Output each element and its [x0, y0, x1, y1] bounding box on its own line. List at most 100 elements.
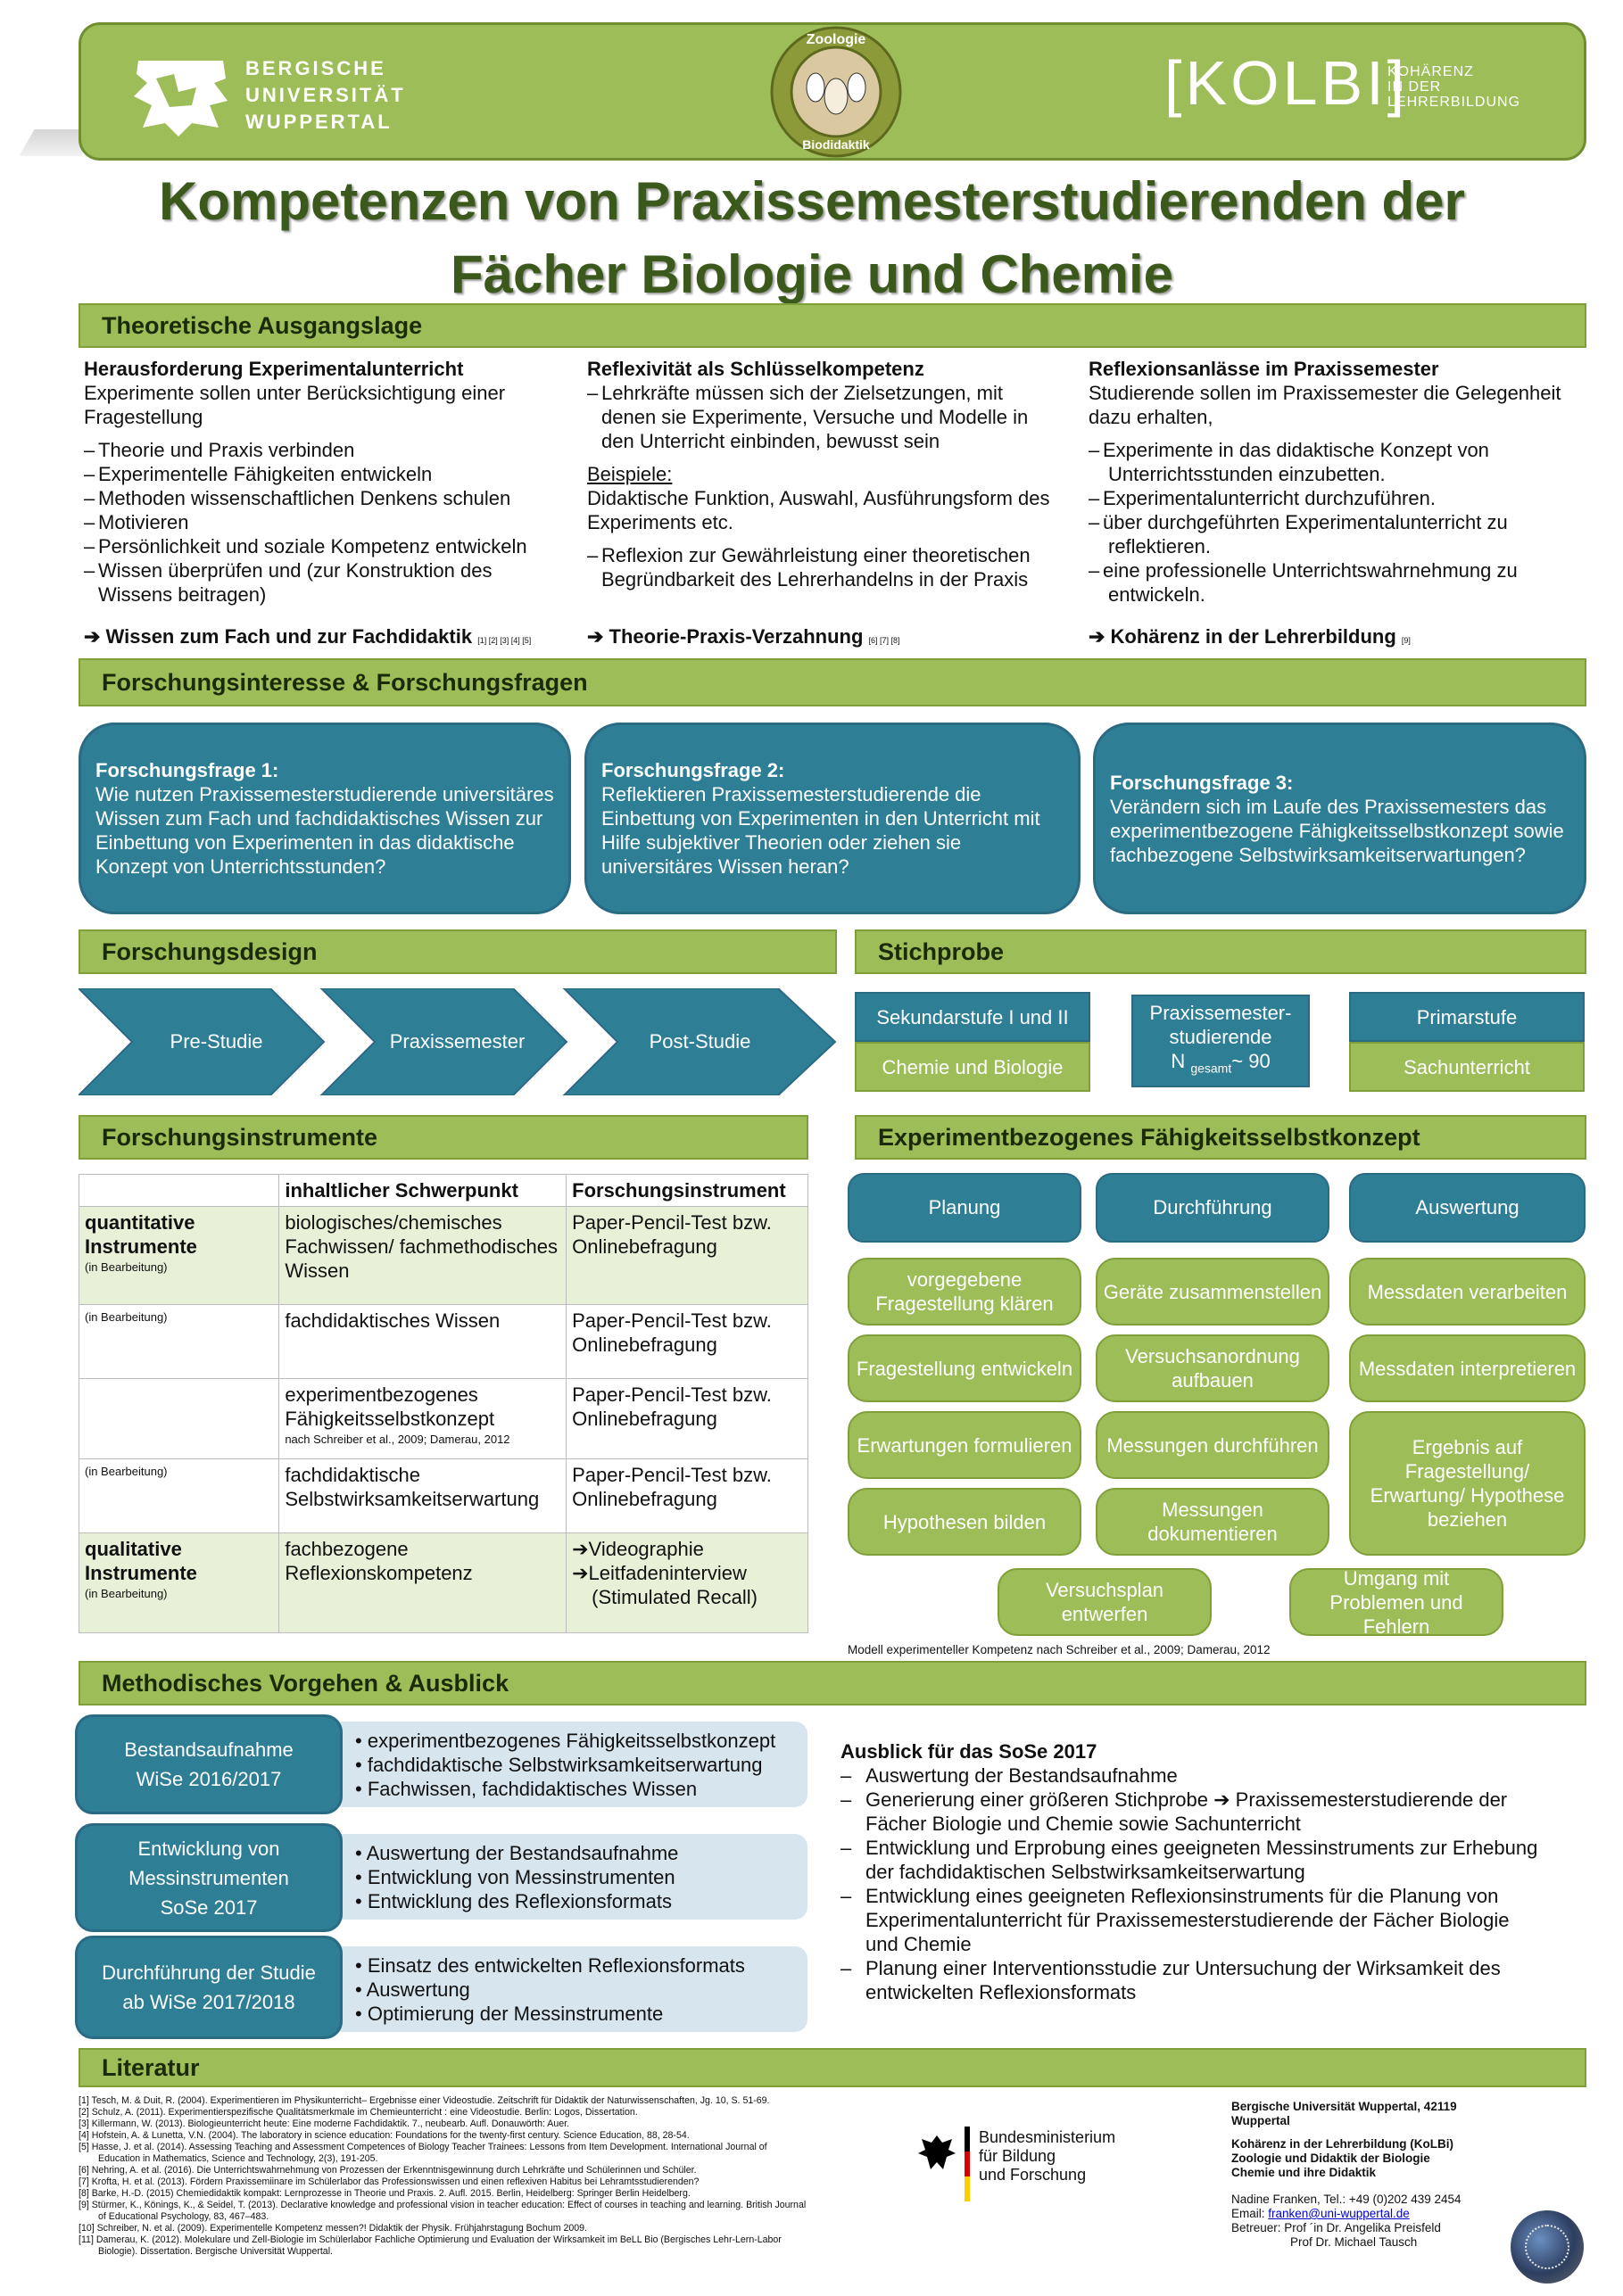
outlook-item: Entwicklung und Erprobung eines geeignet… — [840, 1836, 1545, 1884]
research-question-2-text: Reflektieren Praxissemesterstudierende d… — [601, 783, 1040, 878]
phase-auswertung: Auswertung — [1349, 1173, 1586, 1243]
sample-n: N gesamt~ 90 — [1171, 1049, 1270, 1080]
method-step-1-details: experimentbezogenes Fähigkeitsselbstkonz… — [330, 1722, 807, 1807]
skill-auswertung: Messdaten interpretieren — [1349, 1334, 1586, 1402]
reference-item: [8] Barke, H.-D. (2015) Chemiedidaktik k… — [79, 2188, 691, 2199]
chevron-praxissemester-icon — [319, 988, 568, 1095]
section-header-theory: Theoretische Ausgangslage — [79, 303, 1586, 348]
method-step-3: Durchführung der Studie ab WiSe 2017/201… — [75, 1936, 343, 2039]
outlook: Ausblick für das SoSe 2017 Auswertung de… — [840, 1739, 1545, 2004]
in-progress-note: (in Bearbeitung) — [85, 1260, 168, 1274]
method-step-2-item: Entwicklung von Messinstrumenten — [355, 1865, 799, 1889]
method-step-1: Bestandsaufnahme WiSe 2016/2017 — [75, 1714, 343, 1814]
theory-col3-item: Experimente in das didaktische Konzept v… — [1089, 438, 1588, 486]
sample-primary-subject: Sachunterricht — [1349, 1042, 1585, 1092]
method-step-1-item: Fachwissen, fachdidaktisches Wissen — [355, 1777, 799, 1801]
poster-title: Kompetenzen von Praxissemesterstudierend… — [54, 165, 1570, 311]
research-question-2-label: Forschungsfrage 2: — [601, 759, 785, 781]
skill-durchfuehrung: Messungen durchführen — [1096, 1411, 1329, 1479]
reference-item: [4] Hofstein, A. & Lunetta, V.N. (2004).… — [79, 2130, 690, 2141]
bmbf-line2: für Bildung — [979, 2147, 1056, 2165]
focus-text: experimentbezogenes Fähigkeitsselbstkonz… — [285, 1383, 495, 1430]
research-question-3: Forschungsfrage 3: Verändern sich im Lau… — [1093, 723, 1586, 914]
contact-email-line: Email: franken@uni-wuppertal.de — [1231, 2207, 1517, 2221]
contact-email-link[interactable]: franken@uni-wuppertal.de — [1268, 2207, 1410, 2220]
research-question-1-label: Forschungsfrage 1: — [95, 759, 279, 781]
reference-item: [6] Nehring, A. et al. (2016). Die Unter… — [79, 2165, 697, 2176]
instrument-line: ➔Leitfadeninterview — [572, 1562, 747, 1584]
instrument-line: ➔Videographie — [572, 1538, 704, 1560]
table-cell-instrument: Paper-Pencil-Test bzw. Onlinebefragung — [566, 1378, 808, 1459]
zoologie-seal: Zoologie Biodidaktik — [769, 25, 903, 159]
selfconcept-caption: Modell experimenteller Kompetenz nach Sc… — [848, 1643, 1271, 1656]
poster-title-line2: Fächer Biologie und Chemie — [450, 244, 1174, 304]
sample-primary-level: Primarstufe — [1349, 992, 1585, 1042]
reference-item: [2] Schulz, A. (2011). Experimentierspez… — [79, 2107, 638, 2118]
skill-auswertung: Messdaten verarbeiten — [1349, 1258, 1586, 1326]
theory-col1-heading: Herausforderung Experimentalunterricht — [84, 358, 464, 380]
research-question-3-text: Verändern sich im Laufe des Praxissemest… — [1110, 795, 1564, 866]
skill-planung: Hypothesen bilden — [848, 1488, 1081, 1556]
skill-durchfuehrung: Geräte zusammenstellen — [1096, 1258, 1329, 1326]
kolbi-wordmark: [KOLBI] — [1164, 48, 1409, 118]
in-progress-note: (in Bearbeitung) — [85, 1310, 168, 1324]
table-cell-instrument: Paper-Pencil-Test bzw. Onlinebefragung — [566, 1206, 808, 1305]
theory-col3-item: eine professionelle Unterrichtswahrnehmu… — [1089, 558, 1588, 607]
sample-middle-line1: Praxissemester- — [1149, 1002, 1292, 1025]
contact-chair-bio: Zoologie und Didaktik der Biologie — [1231, 2151, 1430, 2165]
reference-item: [3] Killermann, W. (2013). Biologieunter… — [79, 2118, 570, 2129]
table-cell-focus: fachdidaktische Selbstwirksamkeitserwart… — [278, 1458, 567, 1533]
table-cell-type — [78, 1378, 280, 1459]
method-step-3-item: Einsatz des entwickelten Reflexionsforma… — [355, 1953, 799, 1978]
section-header-interest: Forschungsinteresse & Forschungsfragen — [79, 658, 1586, 706]
section-header-method: Methodisches Vorgehen & Ausblick — [79, 1661, 1586, 1705]
table-cell-type: (in Bearbeitung) — [78, 1458, 280, 1533]
flag-stripe-gold — [965, 2176, 970, 2201]
contact-name: Nadine Franken, Tel.: +49 (0)202 439 245… — [1231, 2193, 1462, 2206]
contact-supervisor-2: Prof Dr. Michael Tausch — [1290, 2235, 1418, 2249]
theory-col1-item: Wissen überprüfen und (zur Konstruktion … — [84, 558, 566, 607]
table-cell-instrument: Paper-Pencil-Test bzw. Onlinebefragung — [566, 1304, 808, 1379]
instrument-line: (Stimulated Recall) — [592, 1586, 758, 1608]
table-row: experimentbezogenes Fähigkeitsselbstkonz… — [78, 1378, 808, 1459]
lion-crest-icon — [134, 61, 228, 136]
table-cell-focus: biologisches/chemisches Fachwissen/ fach… — [278, 1206, 567, 1305]
method-step-3-item: Optimierung der Messinstrumente — [355, 2002, 799, 2026]
research-question-3-label: Forschungsfrage 3: — [1110, 771, 1294, 794]
method-step-2-item: Entwicklung des Reflexionsformats — [355, 1889, 799, 1913]
bmbf-line1: Bundesministerium — [979, 2128, 1116, 2146]
table-row: (in Bearbeitung) fachdidaktische Selbstw… — [78, 1458, 808, 1533]
table-header-row: inhaltlicher Schwerpunkt Forschungsinstr… — [78, 1174, 808, 1207]
theory-col3-heading: Reflexionsanlässe im Praxissemester — [1089, 358, 1439, 380]
qualitative-label: qualitative Instrumente — [85, 1538, 197, 1584]
table-header-empty — [78, 1174, 280, 1207]
skill-durchfuehrung: Messungen dokumentieren — [1096, 1488, 1329, 1556]
method-step-3-item: Auswertung — [355, 1978, 799, 2002]
theory-col3-item: Experimentalunterricht durchzuführen. — [1089, 486, 1588, 510]
quantitative-label: quantitative Instrumente — [85, 1211, 197, 1258]
contact-project: Kohärenz in der Lehrerbildung (KoLBi) — [1231, 2137, 1453, 2151]
table-row: quantitative Instrumente (in Bearbeitung)… — [78, 1206, 808, 1305]
university-logo: BERGISCHE UNIVERSITÄT WUPPERTAL — [129, 52, 415, 141]
skill-durchfuehrung: Versuchsanordnung aufbauen — [1096, 1334, 1329, 1402]
reference-item: [11] Damerau, K. (2012). Molekulare und … — [79, 2234, 782, 2257]
kolbi-logo: [KOLBI] KOHÄRENZ IN DER LEHRERBILDUNG — [1164, 49, 1539, 138]
skill-planung: vorgegebene Fragestellung klären — [848, 1258, 1081, 1326]
reference-item: [1] Tesch, M. & Duit, R. (2004). Experim… — [79, 2095, 770, 2106]
contact-supervisor-1: Betreuer: Prof ´in Dr. Angelika Preisfel… — [1231, 2221, 1441, 2234]
theory-col1-item: Motivieren — [84, 510, 566, 534]
theory-col2-item: Lehrkräfte müssen sich der Zielsetzungen… — [587, 381, 1060, 453]
theory-col1-item: Theorie und Praxis verbinden — [84, 438, 566, 462]
theory-col3-conclusion-text: ➔ Kohärenz in der Lehrerbildung — [1089, 625, 1396, 648]
university-name-line2: UNIVERSITÄT — [245, 84, 406, 106]
sample-student-count: Praxissemester- studierende N gesamt~ 90 — [1131, 995, 1310, 1087]
table-row: qualitative Instrumente(in Bearbeitung) … — [78, 1532, 808, 1633]
theory-col3-item: über durchgeführten Experimentalunterric… — [1089, 510, 1588, 558]
theory-col2-conclusion: ➔ Theorie-Praxis-Verzahnung [6] [7] [8] — [587, 624, 1069, 653]
research-question-2: Forschungsfrage 2: Reflektieren Praxisse… — [584, 723, 1081, 914]
table-cell-instrument: ➔Videographie ➔Leitfadeninterview (Stimu… — [566, 1532, 808, 1633]
theory-col2-refs: [6] [7] [8] — [868, 636, 900, 645]
sample-secondary-subjects: Chemie und Biologie — [855, 1042, 1090, 1092]
kolbi-sub-line2: IN DER — [1387, 79, 1442, 95]
method-step-1-item: experimentbezogenes Fähigkeitsselbstkonz… — [355, 1729, 799, 1753]
